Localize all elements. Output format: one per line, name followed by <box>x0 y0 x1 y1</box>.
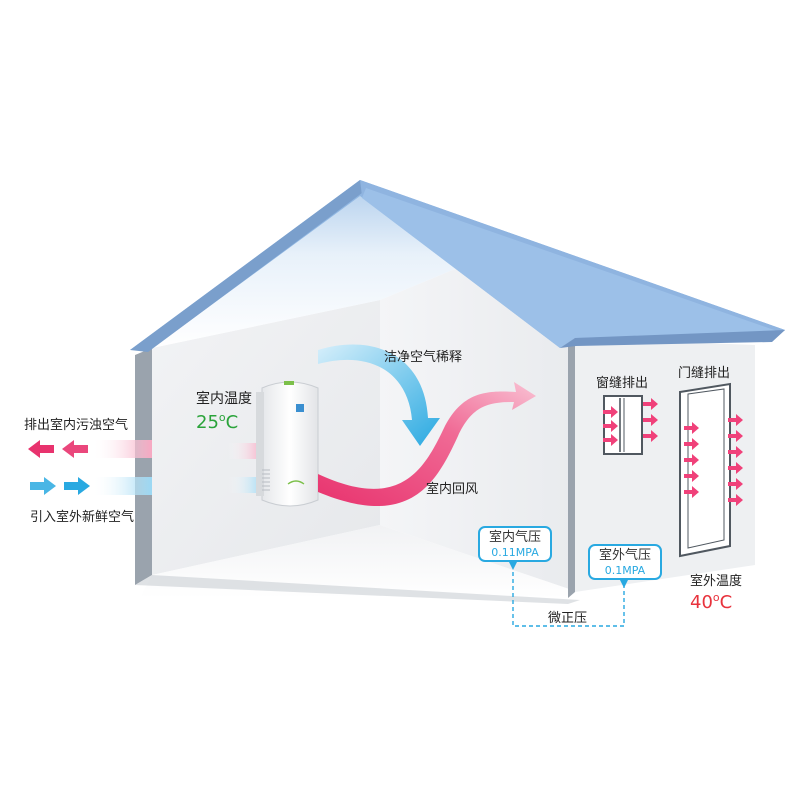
window-exhaust-arrows <box>603 398 658 446</box>
floor <box>140 525 572 598</box>
exhaust-pipe-inner <box>228 443 264 459</box>
outdoor-pressure-title: 室外气压 <box>598 548 651 563</box>
pressure-connector <box>512 572 625 627</box>
micro-positive-label: 微正压 <box>548 611 588 626</box>
indoor-temp-label: 室内温度 <box>196 391 252 407</box>
indoor-pressure-title: 室内气压 <box>488 530 541 545</box>
outdoor-bubble-pointer <box>619 578 629 588</box>
back-gable <box>152 192 472 348</box>
indoor-temp-value: 25oC <box>196 411 239 433</box>
fresh-air-unit <box>256 381 319 507</box>
indoor-pressure-bubble: 室内气压 0.11MPA <box>478 526 552 562</box>
outdoor-temp-label: 室外温度 <box>690 574 743 589</box>
indoor-return-label: 室内回风 <box>426 482 479 497</box>
floor-edge <box>135 575 580 604</box>
right-inner-wall <box>380 262 572 590</box>
exhaust-label: 排出室内污浊空气 <box>24 418 129 433</box>
left-wall <box>135 348 152 585</box>
roof-face <box>362 188 780 348</box>
intake-double-right-arrow-icon <box>30 477 90 495</box>
exhaust-double-left-arrow-icon <box>28 440 88 458</box>
clean-air-label: 洁净空气稀释 <box>384 350 463 365</box>
outdoor-pressure-bubble: 室外气压 0.1MPA <box>588 544 662 580</box>
door <box>679 382 731 558</box>
indoor-pressure-value: 0.11MPA <box>491 546 539 559</box>
front-wall-edge <box>568 338 575 598</box>
outdoor-temp-value: 40oC <box>690 591 733 613</box>
outdoor-pressure-value: 0.1MPA <box>604 564 646 577</box>
exhaust-pipe <box>92 440 152 458</box>
intake-pipe-inner <box>228 477 264 493</box>
door-exhaust-label: 门缝排出 <box>678 366 731 381</box>
intake-label: 引入室外新鲜空气 <box>30 510 135 525</box>
indoor-bubble-pointer <box>508 560 518 570</box>
roof-front-edge <box>560 330 785 348</box>
intake-pipe <box>92 477 152 495</box>
return-air-curved-arrow-icon <box>318 382 536 507</box>
clean-air-curved-arrow-icon <box>318 344 440 446</box>
window-exhaust-label: 窗缝排出 <box>596 376 649 391</box>
door-exhaust-arrows <box>684 414 743 506</box>
roof-edge-left <box>130 180 366 352</box>
